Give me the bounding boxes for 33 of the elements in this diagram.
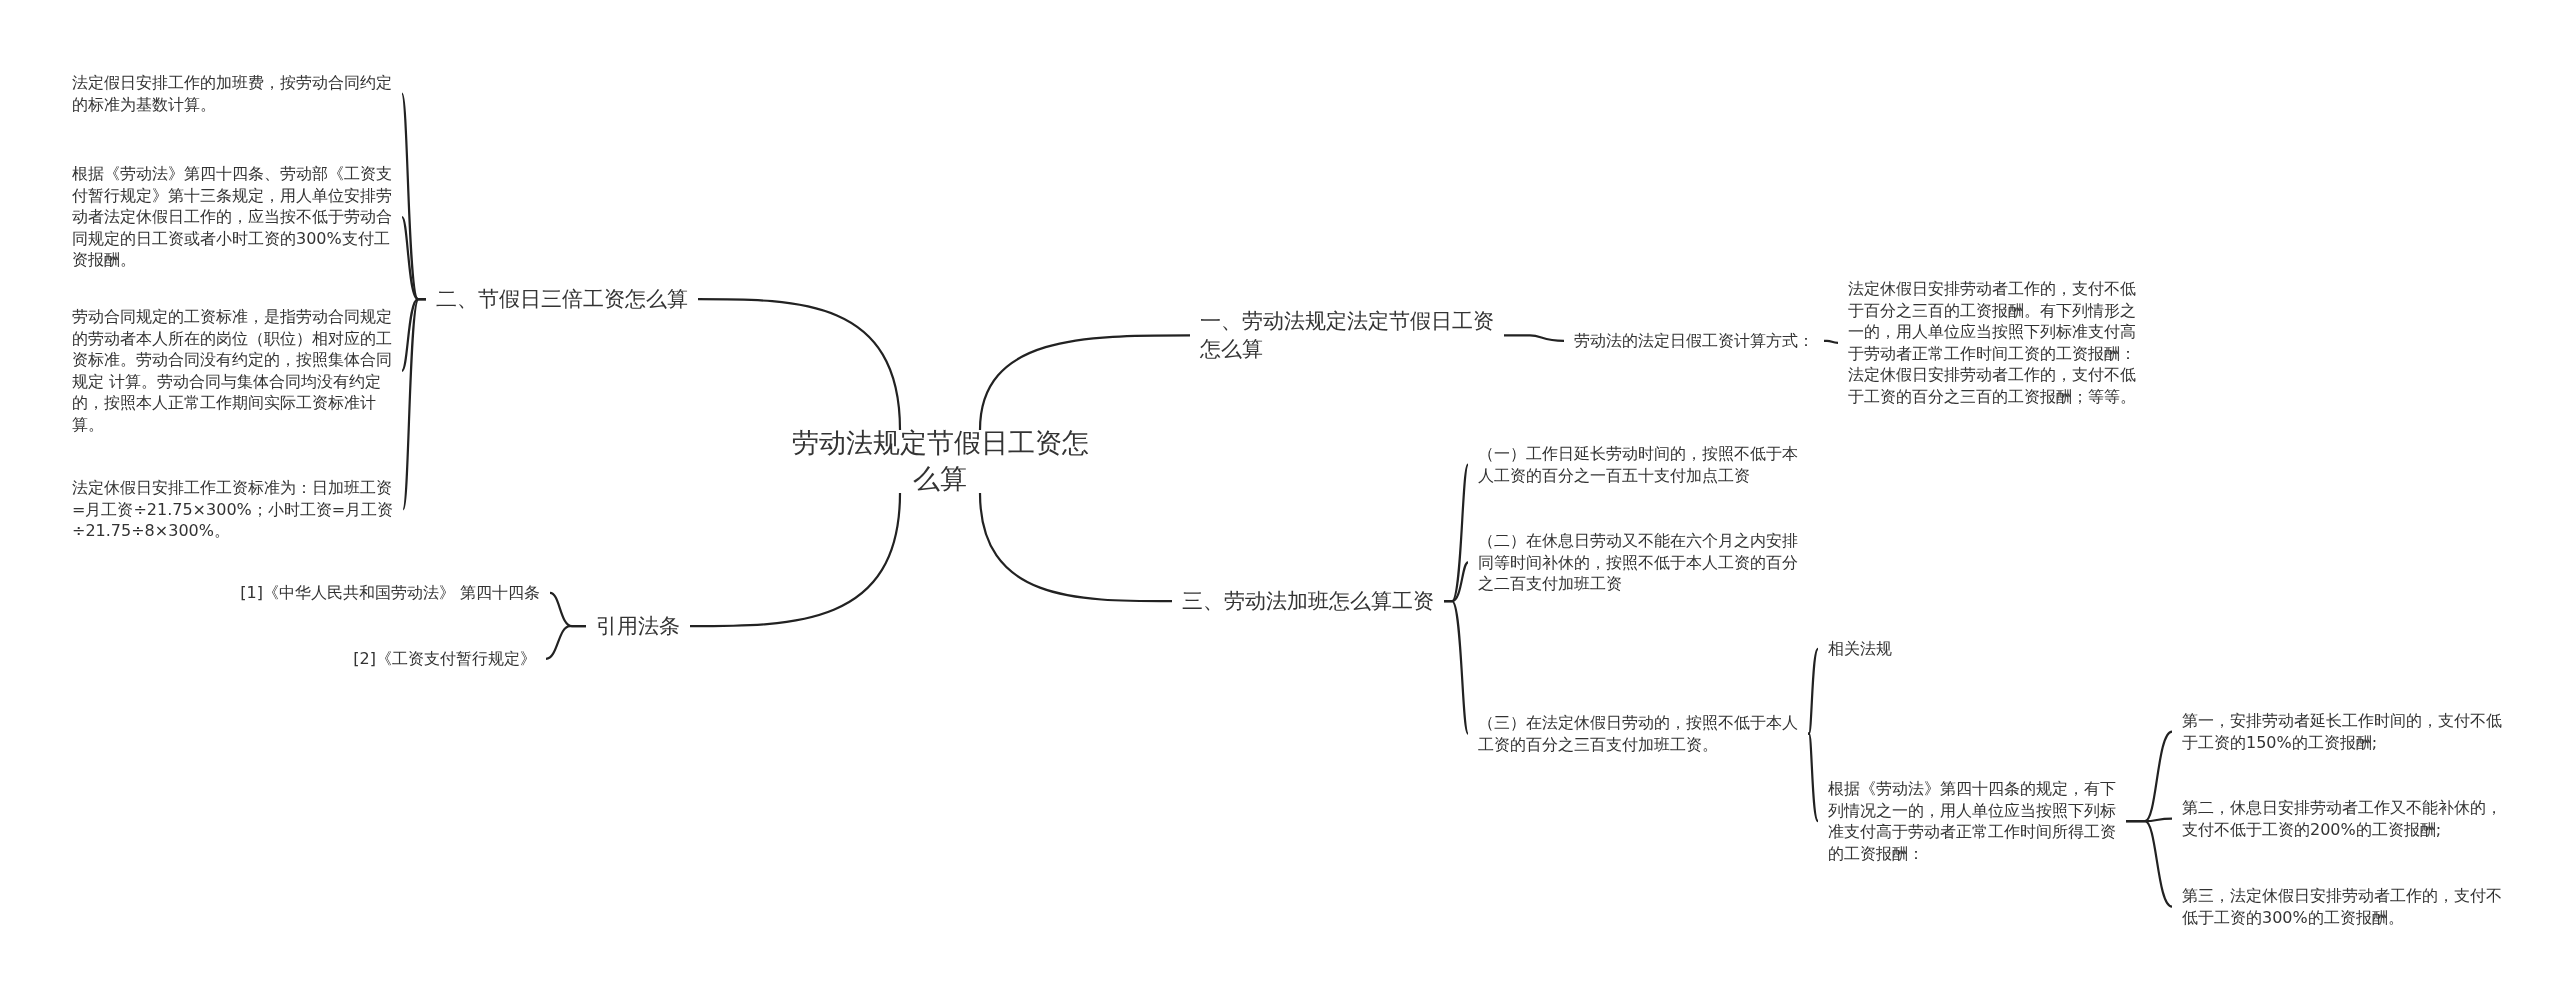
connector-line (1444, 600, 1469, 735)
branch-topic: 三、劳动法加班怎么算工资 (1182, 587, 1442, 616)
detail-text: 法定假日安排工作的加班费，按劳动合同约定的标准为基数计算。 (72, 72, 394, 116)
detail-text: 劳动合同规定的工资标准，是指劳动合同规定的劳动者本人所在的岗位（职位）相对应的工资标准。劳动合同没有约定的，按照集体合同规定 计算。劳动合同与集体合同均没有约定的，按照本人正常工作期间实际工资标准计算。 (72, 306, 394, 436)
connector-line (1504, 334, 1565, 342)
detail-text: 第二，休息日安排劳动者工作又不能补休的，支付不低于工资的200%的工资报酬; (2182, 797, 2502, 841)
connector-line (978, 492, 1172, 603)
central-topic: 劳动法规定节假日工资怎么算 (790, 425, 1090, 498)
detail-text: 第一，安排劳动者延长工作时间的，支付不低于工资的150%的工资报酬; (2182, 710, 2502, 754)
connector-line (402, 298, 426, 510)
detail-text: 法定休假日安排劳动者工作的，支付不低于百分之三百的工资报酬。有下列情形之一的，用人单位应当按照下列标准支付高于劳动者正常工作时间工资的工资报酬：法定休假日安排劳动者工作的，支付不低于工资的百分之三百的工资报酬；等等。 (1848, 278, 2138, 408)
reference-text: [1]《中华人民共和国劳动法》 第四十四条 (230, 582, 540, 604)
connector-line (2126, 820, 2173, 908)
detail-text: 根据《劳动法》第四十四条的规定，有下列情况之一的，用人单位应当按照下列标准支付高于劳动者正常工作时间所得工资的工资报酬： (1828, 778, 2128, 865)
branch-topic: 二、节假日三倍工资怎么算 (436, 285, 726, 314)
branch-topic: 引用法条 (596, 612, 706, 641)
subtopic-text: 劳动法的法定日假工资计算方式： (1574, 330, 1814, 352)
subtopic-text: 相关法规 (1828, 638, 1948, 660)
detail-text: 根据《劳动法》第四十四条、劳动部《工资支付暂行规定》第十三条规定，用人单位安排劳动者法定休假日工作的，应当按不低于劳动合同规定的日工资或者小时工资的300%支付工资报酬。 (72, 163, 394, 271)
detail-text: 第三，法定休假日安排劳动者工作的，支付不低于工资的300%的工资报酬。 (2182, 885, 2502, 929)
connector-line (690, 492, 902, 628)
connector-line (698, 298, 902, 431)
detail-text: （二）在休息日劳动又不能在六个月之内安排同等时间补休的，按照不低于本人工资的百分之二百支付加班工资 (1478, 530, 1798, 595)
branch-topic: 一、劳动法规定法定节假日工资怎么算 (1200, 307, 1500, 364)
connector-line (1824, 339, 1839, 344)
detail-text: （一）工作日延长劳动时间的，按照不低于本人工资的百分之一百五十支付加点工资 (1478, 443, 1798, 487)
reference-text: [2]《工资支付暂行规定》 (300, 648, 536, 670)
connector-line (545, 625, 586, 660)
connector-line (1807, 732, 1819, 822)
detail-text: （三）在法定休假日劳动的，按照不低于本人工资的百分之三百支付加班工资。 (1478, 712, 1798, 756)
detail-text: 法定休假日安排工作工资标准为：日加班工资=月工资÷21.75×300%；小时工资=月工资÷21.75÷8×300%。 (72, 477, 394, 542)
connector-line (1807, 648, 1819, 735)
connector-line (978, 334, 1190, 431)
